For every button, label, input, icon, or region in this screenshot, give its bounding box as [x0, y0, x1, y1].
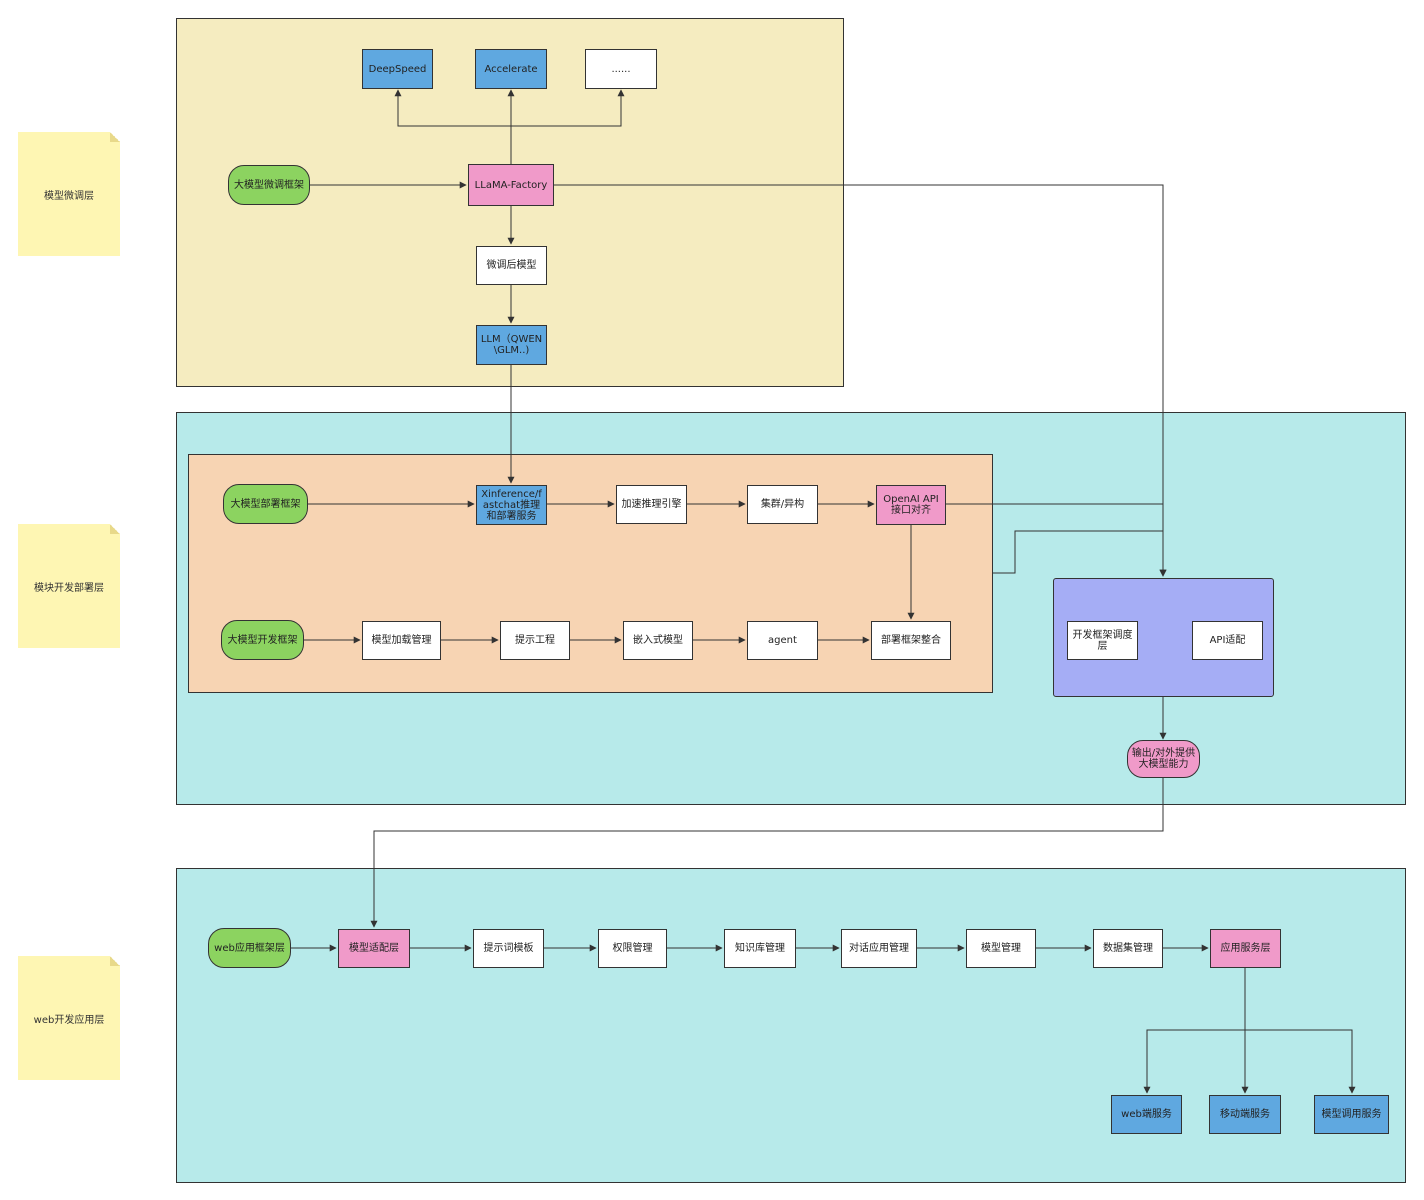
prompt-template-node: 提示词模板: [473, 929, 544, 968]
knowledge-base-node: 知识库管理: [724, 929, 796, 968]
cluster-node: 集群/异构: [747, 485, 818, 524]
openai-api-node: OpenAI API接口对齐: [876, 485, 946, 525]
mobile-service-node: 移动端服务: [1209, 1095, 1281, 1134]
output-capability-pill: 输出/对外提供大模型能力: [1127, 740, 1200, 778]
xinference-node: Xinference/fastchat推理和部署服务: [476, 485, 547, 525]
module-layer-note: 模块开发部署层: [18, 524, 120, 648]
agent-node: agent: [747, 621, 818, 660]
model-management-node: 模型管理: [966, 929, 1036, 968]
dev-framework-pill: 大模型开发框架: [221, 620, 304, 660]
web-framework-pill: web应用框架层: [208, 928, 291, 968]
web-layer-note: web开发应用层: [18, 956, 120, 1080]
finetune-layer-note: 模型微调层: [18, 132, 120, 256]
more-frameworks-node: ......: [585, 49, 657, 89]
accelerate-node: Accelerate: [475, 49, 547, 89]
dataset-node: 数据集管理: [1093, 929, 1163, 968]
schedule-layer-node: 开发框架调度层: [1067, 621, 1138, 660]
deploy-inner-region: [188, 454, 993, 693]
web-layer-region: [176, 868, 1406, 1183]
api-adapter-node: API适配: [1192, 621, 1263, 660]
deploy-framework-pill: 大模型部署框架: [223, 484, 308, 524]
llm-node: LLM（QWEN\GLM..): [476, 325, 547, 365]
model-adapter-node: 模型适配层: [338, 929, 410, 968]
dialog-app-node: 对话应用管理: [841, 929, 917, 968]
framework-integration-node: 部署框架整合: [871, 621, 951, 660]
finetuned-model-node: 微调后模型: [476, 246, 547, 285]
web-service-node: web端服务: [1111, 1095, 1182, 1134]
prompt-engineering-node: 提示工程: [500, 621, 570, 660]
app-service-node: 应用服务层: [1210, 929, 1281, 968]
accel-inference-node: 加速推理引擎: [616, 485, 687, 524]
model-load-node: 模型加载管理: [362, 621, 441, 660]
embedding-model-node: 嵌入式模型: [623, 621, 693, 660]
permission-node: 权限管理: [598, 929, 667, 968]
finetune-framework-pill: 大模型微调框架: [228, 165, 310, 205]
llama-factory-node: LLaMA-Factory: [468, 164, 554, 206]
model-call-service-node: 模型调用服务: [1314, 1095, 1389, 1134]
deepspeed-node: DeepSpeed: [362, 49, 433, 89]
